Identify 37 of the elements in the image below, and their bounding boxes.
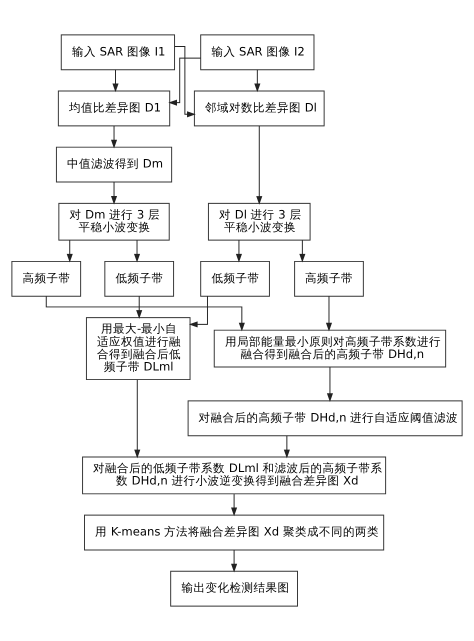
arrow bbox=[326, 296, 332, 332]
arrow bbox=[168, 58, 201, 106]
node-box: 低频子带 bbox=[200, 260, 270, 297]
arrow bbox=[46, 296, 245, 332]
node-box: 用最大-最小自适应权值进行融合得到融合后低频子带 DLml bbox=[86, 317, 191, 380]
arrow bbox=[236, 240, 242, 263]
node-box: 用局部能量最小原则对高频子带系数进行融合得到融合后的高频子带 DHd,n bbox=[214, 330, 446, 368]
arrow bbox=[110, 182, 118, 205]
arrow bbox=[256, 125, 262, 205]
arrow bbox=[188, 296, 208, 328]
arrow bbox=[174, 46, 196, 118]
arrow bbox=[231, 494, 238, 516]
arrow bbox=[136, 296, 142, 319]
arrow bbox=[254, 69, 260, 92]
node-box: 高频子带 bbox=[11, 260, 82, 297]
arrow bbox=[231, 550, 238, 573]
node-box: 输入 SAR 图像 I1 bbox=[60, 34, 176, 70]
arrow bbox=[112, 69, 119, 92]
node-box: 输出变化检测结果图 bbox=[170, 570, 298, 607]
arrow bbox=[284, 435, 290, 458]
arrow bbox=[326, 366, 333, 402]
node-box: 低频子带 bbox=[104, 260, 174, 297]
arrow bbox=[110, 125, 118, 148]
arrow bbox=[134, 240, 140, 263]
node-box: 高频子带 bbox=[294, 260, 364, 297]
node-box: 用 K-means 方法将融合差异图 Xd 聚类成不同的两类 bbox=[84, 514, 384, 550]
arrow bbox=[134, 379, 140, 458]
arrow bbox=[66, 240, 73, 263]
node-box: 对融合后的低频子带系数 DLml 和滤波后的高频子带系数 DHd,n 进行小波逆变换得到融合差异图 Xd bbox=[82, 456, 386, 494]
node-box: 邻域对数比差异图 Dl bbox=[194, 90, 325, 126]
node-box: 对 Dl 进行 3 层平稳小波变换 bbox=[208, 202, 311, 241]
arrow bbox=[299, 240, 306, 263]
node-box: 均值比差异图 D1 bbox=[58, 90, 170, 126]
node-box: 对融合后的高频子带 DHd,n 进行自适应阈值滤波 bbox=[188, 400, 463, 436]
node-box: 中值滤波得到 Dm bbox=[56, 146, 172, 183]
node-box: 对 Dm 进行 3 层平稳小波变换 bbox=[58, 202, 170, 241]
node-box: 输入 SAR 图像 I2 bbox=[200, 34, 314, 70]
